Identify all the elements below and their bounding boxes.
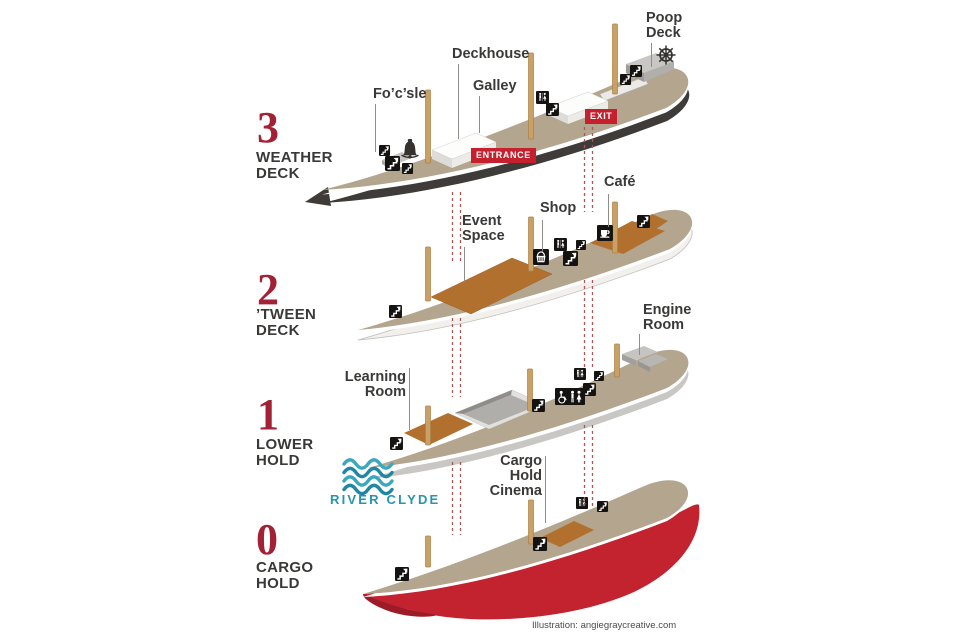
- stairs-icon: [378, 144, 391, 157]
- cargo-hold-cinema-label: Cargo Hold Cinema: [489, 453, 542, 499]
- stairs-icon: [545, 102, 560, 117]
- leader-line-poop-deck: [651, 43, 652, 67]
- poop-deck-label: Poop Deck: [646, 10, 683, 41]
- stairs-icon: [384, 155, 401, 172]
- mast: [527, 368, 533, 412]
- bell-icon: [401, 139, 419, 159]
- stairs-icon: [636, 214, 651, 229]
- leader-line-galley: [479, 96, 480, 133]
- mast: [612, 201, 618, 254]
- stairs-icon: [562, 250, 579, 267]
- leader-line-shop: [542, 220, 543, 252]
- deck-number-1: 1: [257, 390, 279, 439]
- cafe-area: [634, 214, 668, 233]
- mast: [425, 89, 431, 164]
- shop-label: Shop: [540, 200, 577, 216]
- event-space-area: [430, 257, 553, 315]
- tween-deck-ship: [357, 201, 693, 341]
- cafe-label: Café: [604, 174, 636, 190]
- mast: [425, 405, 431, 446]
- red-hull: [363, 504, 700, 620]
- stairs-icon: [389, 436, 404, 451]
- toilets-icon: [576, 497, 588, 509]
- mast: [614, 343, 620, 378]
- cargo-hatch-opening: [454, 389, 547, 430]
- event-space-label: Event Space: [462, 213, 505, 244]
- mast: [425, 246, 431, 302]
- entrance-badge: ENTRANCE: [471, 148, 536, 163]
- mast: [528, 499, 534, 545]
- cinema-area: [540, 521, 594, 547]
- mast: [528, 52, 534, 140]
- leader-line-deckhouse: [458, 64, 459, 139]
- cargo-hold-ship: [363, 480, 700, 620]
- stairs-icon: [593, 370, 605, 382]
- focsle-label: Fo’c’sle: [373, 86, 427, 102]
- cafe-icon: [596, 224, 614, 242]
- stairs-icon: [575, 239, 587, 251]
- galley-label: Galley: [473, 78, 517, 94]
- lower-hold-ship: [368, 343, 689, 479]
- leader-line-event-space: [464, 247, 465, 282]
- engine-room-structure: [622, 346, 668, 372]
- deck-number-2: 2: [257, 265, 279, 314]
- stairs-icon: [619, 73, 632, 86]
- deck-name-tween: ’TWEEN DECK: [256, 306, 317, 339]
- mast: [425, 535, 431, 568]
- mast: [528, 216, 534, 272]
- toilets-icon: [554, 238, 567, 251]
- stairs-icon: [596, 500, 609, 513]
- leader-line-cargo-hold-cinema: [545, 456, 546, 523]
- red-hull-shadow: [363, 594, 438, 617]
- leader-line-learning-room: [409, 368, 410, 430]
- shop-icon: [532, 248, 550, 266]
- river-clyde-label: RIVER CLYDE: [330, 492, 441, 507]
- deck-number-0: 0: [256, 515, 278, 564]
- stairs-icon: [388, 304, 403, 319]
- mast: [612, 23, 618, 95]
- accessible-toilet-icon: [554, 387, 586, 406]
- stairs-icon: [532, 536, 548, 552]
- deck-connector-dashed-lines: [451, 127, 594, 535]
- stairs-icon: [629, 64, 643, 78]
- leader-line-engine-room: [639, 334, 640, 355]
- illustration-credit: Illustration: angiegraycreative.com: [532, 620, 677, 631]
- toilets-icon: [574, 368, 586, 380]
- learning-room-label: Learning Room: [344, 369, 406, 400]
- exit-badge: EXIT: [585, 109, 618, 124]
- weather-deck-ship: [305, 23, 690, 206]
- learning-room-area: [404, 413, 473, 445]
- waves-icon: [342, 458, 394, 496]
- deckhouse-label: Deckhouse: [452, 46, 530, 62]
- stairs-icon: [401, 162, 414, 175]
- deck-number-3: 3: [257, 103, 279, 152]
- leader-line-cafe: [608, 194, 609, 227]
- engine-room-label: Engine Room: [643, 302, 692, 333]
- stairs-icon: [531, 398, 546, 413]
- deck-name-cargo: CARGO HOLD: [256, 559, 314, 592]
- stairs-icon: [394, 566, 410, 582]
- leader-line-focsle: [375, 104, 376, 152]
- toilets-icon: [536, 91, 549, 104]
- ships-wheel-icon: [656, 45, 676, 65]
- bow-hull: [305, 187, 331, 206]
- deck-name-weather: WEATHER DECK: [256, 149, 333, 182]
- deck-name-lower: LOWER HOLD: [256, 436, 314, 469]
